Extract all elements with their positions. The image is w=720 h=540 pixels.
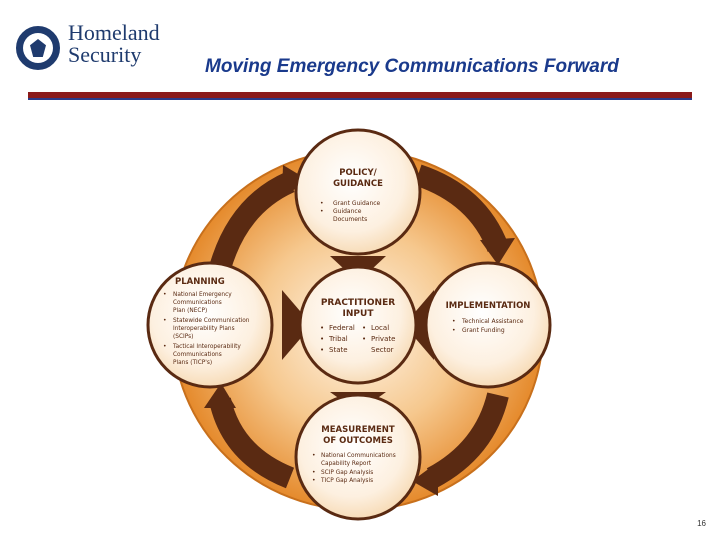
arrow-head-ne — [480, 238, 515, 265]
measurement-circle — [294, 393, 422, 521]
measurement-bullet-2: • — [312, 469, 316, 476]
page-number: 16 — [697, 519, 706, 528]
measurement-bullet-1: • — [312, 452, 316, 459]
center-right-bullet-1: • — [362, 324, 366, 332]
policy-bullet-1: • — [320, 200, 324, 207]
arrow-implementation-to-measurement — [426, 392, 509, 488]
slide-title: Moving Emergency Communications Forward — [205, 56, 619, 77]
implementation-bullet-2: • — [452, 327, 456, 334]
arrow-in-left — [282, 290, 312, 360]
planning-item-4: Statewide Communication — [173, 318, 250, 324]
center-left-item-3: State — [329, 346, 348, 354]
practitioner-title-1: PRACTITIONER — [321, 298, 395, 308]
implementation-item-1: Technical Assistance — [461, 318, 524, 325]
planning-item-9: Plans (TICP's) — [173, 360, 212, 366]
measurement-bullet-3: • — [312, 477, 316, 484]
planning-item-3: Plan (NECP) — [173, 308, 207, 314]
planning-bullet-3: • — [163, 343, 167, 350]
arrow-head-nw — [282, 165, 308, 198]
planning-title: PLANNING — [175, 277, 225, 287]
arrow-measurement-to-planning — [209, 397, 295, 489]
center-right-item-1: Local — [371, 324, 389, 332]
logo-line1: Homeland — [68, 20, 160, 45]
title-rule — [28, 92, 692, 100]
center-right-item-3: Sector — [371, 346, 394, 354]
center-right-bullet-2: • — [362, 335, 366, 343]
center-left-item-1: Federal — [329, 324, 355, 332]
practitioner-title-2: INPUT — [343, 309, 375, 319]
arrow-head-sw — [204, 383, 236, 408]
logo-text: Homeland Security — [68, 22, 160, 66]
planning-item-2: Communications — [173, 300, 222, 306]
policy-bullet-2: • — [320, 208, 324, 215]
homeland-security-logo: Homeland Security — [10, 22, 180, 72]
planning-item-7: Tactical Interoperability — [172, 344, 241, 350]
measurement-title-1: MEASUREMENT — [321, 425, 395, 435]
center-left-bullet-1: • — [320, 324, 324, 332]
center-left-bullet-3: • — [320, 346, 324, 354]
policy-title-2: GUIDANCE — [333, 179, 383, 189]
arrow-planning-to-policy — [209, 171, 295, 272]
practitioner-circle — [298, 265, 418, 385]
implementation-circle — [424, 261, 552, 389]
implementation-title: IMPLEMENTATION — [446, 301, 531, 311]
measurement-item-2: Capability Report — [321, 461, 372, 467]
logo-line2: Security — [68, 42, 142, 67]
measurement-item-4: TICP Gap Analysis — [320, 478, 373, 484]
policy-item-1: Grant Guidance — [333, 200, 381, 207]
dhs-seal-icon — [16, 26, 60, 70]
center-right-item-2: Private — [371, 335, 395, 343]
measurement-item-1: National Communications — [321, 453, 396, 459]
policy-item-2: Guidance — [333, 208, 362, 215]
planning-circle — [146, 261, 274, 389]
arrow-in-right — [404, 290, 434, 360]
implementation-bullet-1: • — [452, 318, 456, 325]
arrow-policy-to-implementation — [414, 164, 509, 253]
center-left-item-2: Tribal — [328, 335, 348, 343]
policy-item-3: Documents — [333, 216, 367, 223]
planning-item-6: (SCIPs) — [173, 334, 193, 340]
center-left-bullet-2: • — [320, 335, 324, 343]
policy-title-1: POLICY/ — [339, 168, 377, 178]
planning-bullet-2: • — [163, 317, 167, 324]
planning-item-5: Interoperability Plans — [173, 326, 235, 332]
policy-circle — [294, 128, 422, 256]
implementation-item-2: Grant Funding — [462, 327, 505, 334]
arrow-head-se — [412, 462, 438, 496]
planning-item-8: Communications — [173, 352, 222, 358]
measurement-title-2: OF OUTCOMES — [323, 436, 393, 446]
planning-bullet-1: • — [163, 291, 167, 298]
planning-item-1: National Emergency — [173, 292, 232, 298]
measurement-item-3: SCIP Gap Analysis — [321, 470, 373, 476]
